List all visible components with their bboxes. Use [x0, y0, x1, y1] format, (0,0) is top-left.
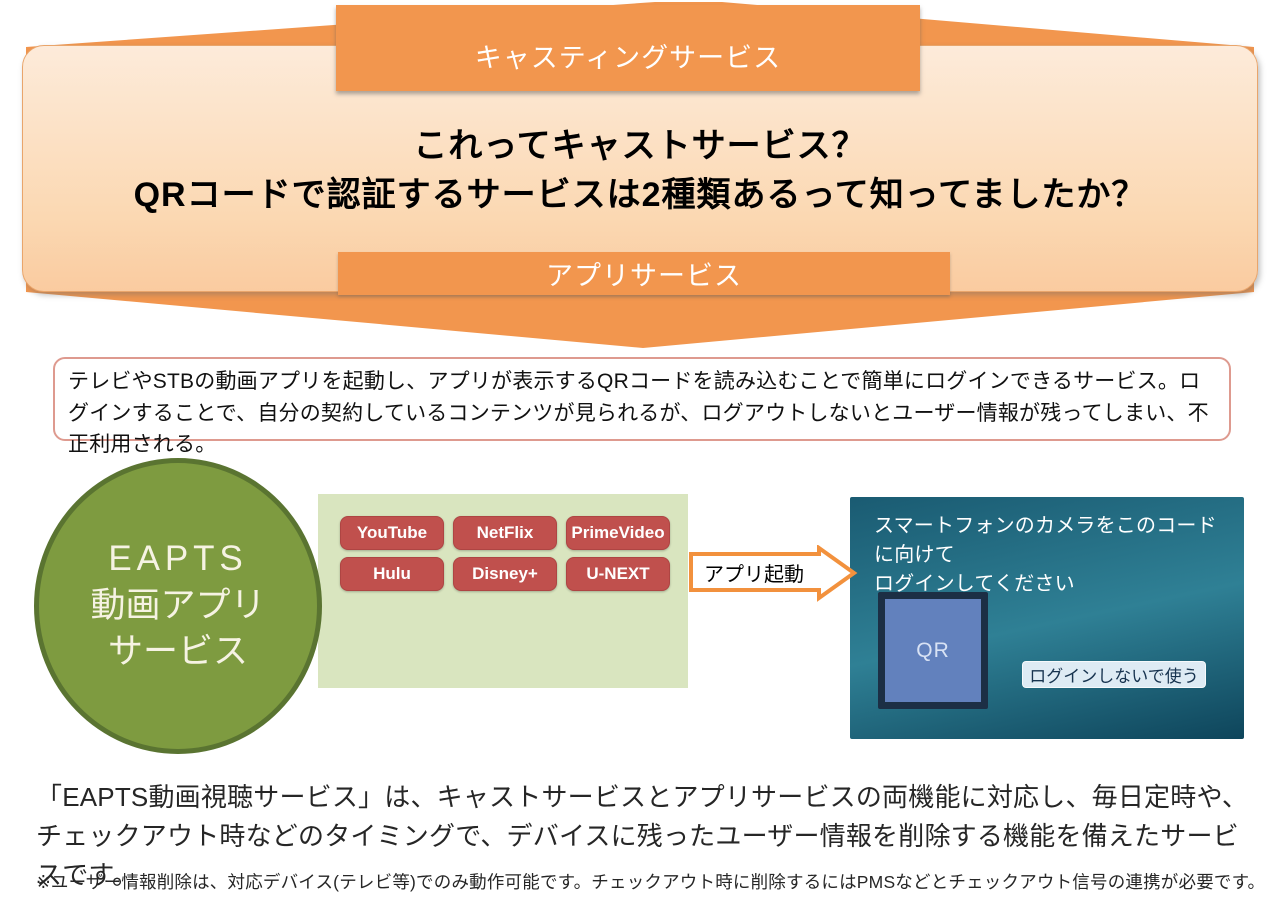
casting-service-banner: キャスティングサービス: [336, 5, 920, 91]
app-button-disneyplus[interactable]: Disney+: [453, 557, 557, 591]
app-button-unext[interactable]: U-NEXT: [566, 557, 670, 591]
casting-service-label: キャスティングサービス: [474, 43, 782, 73]
service-description-text: テレビやSTBの動画アプリを起動し、アプリが表示するQRコードを読み込むことで簡…: [68, 370, 1209, 456]
headline-title: これってキャストサービス？ QRコードで認証するサービスは2種類あるって知ってま…: [23, 122, 1257, 221]
eapts-circle-line2: 動画アプリ: [90, 585, 266, 625]
summary-text: 「EAPTS動画視聴サービス」は、キャストサービスとアプリサービスの両機能に対応…: [36, 782, 1249, 890]
skip-login-button[interactable]: ログインしないで使う: [1022, 661, 1206, 688]
app-button-grid: YouTube NetFlix PrimeVideo Hulu Disney+ …: [340, 516, 670, 591]
eapts-circle-line1: EAPTS: [108, 538, 248, 578]
tv-login-screen: スマートフォンのカメラをこのコードに向けて ログインしてください QR ログイン…: [850, 497, 1244, 739]
app-service-banner: アプリサービス: [338, 252, 950, 295]
app-button-netflix[interactable]: NetFlix: [453, 516, 557, 550]
app-button-primevideo[interactable]: PrimeVideo: [566, 516, 670, 550]
footnote-text: ※ユーザー情報削除は、対応デバイス(テレビ等)でのみ動作可能です。チェックアウト…: [36, 872, 1266, 892]
launch-arrow-icon: [689, 545, 858, 602]
tv-instruction-line1: スマートフォンのカメラをこのコードに向けて: [874, 515, 1217, 566]
app-button-row-2: Hulu Disney+ U-NEXT: [340, 557, 670, 591]
skip-login-button-label: ログインしないで使う: [1029, 667, 1199, 686]
headline-title-line2: QRコードで認証するサービスは2種類あるって知ってましたか？: [133, 176, 1147, 215]
tv-instruction-text: スマートフォンのカメラをこのコードに向けて ログインしてください: [874, 512, 1234, 599]
tv-instruction-line2: ログインしてください: [874, 573, 1075, 595]
qr-code-placeholder: QR: [878, 592, 988, 709]
launch-arrow-label: アプリ起動: [704, 563, 804, 586]
app-service-label: アプリサービス: [546, 261, 742, 291]
app-button-hulu[interactable]: Hulu: [340, 557, 444, 591]
qr-code-label: QR: [916, 638, 950, 662]
headline-title-line1: これってキャストサービス？: [413, 127, 867, 165]
app-button-row-1: YouTube NetFlix PrimeVideo: [340, 516, 670, 550]
eapts-circle-line3: サービス: [107, 632, 248, 672]
app-service-arrow-head: [26, 278, 1254, 348]
eapts-service-circle: EAPTS 動画アプリ サービス: [34, 458, 322, 754]
app-button-youtube[interactable]: YouTube: [340, 516, 444, 550]
service-description-box: テレビやSTBの動画アプリを起動し、アプリが表示するQRコードを読み込むことで簡…: [53, 357, 1231, 456]
